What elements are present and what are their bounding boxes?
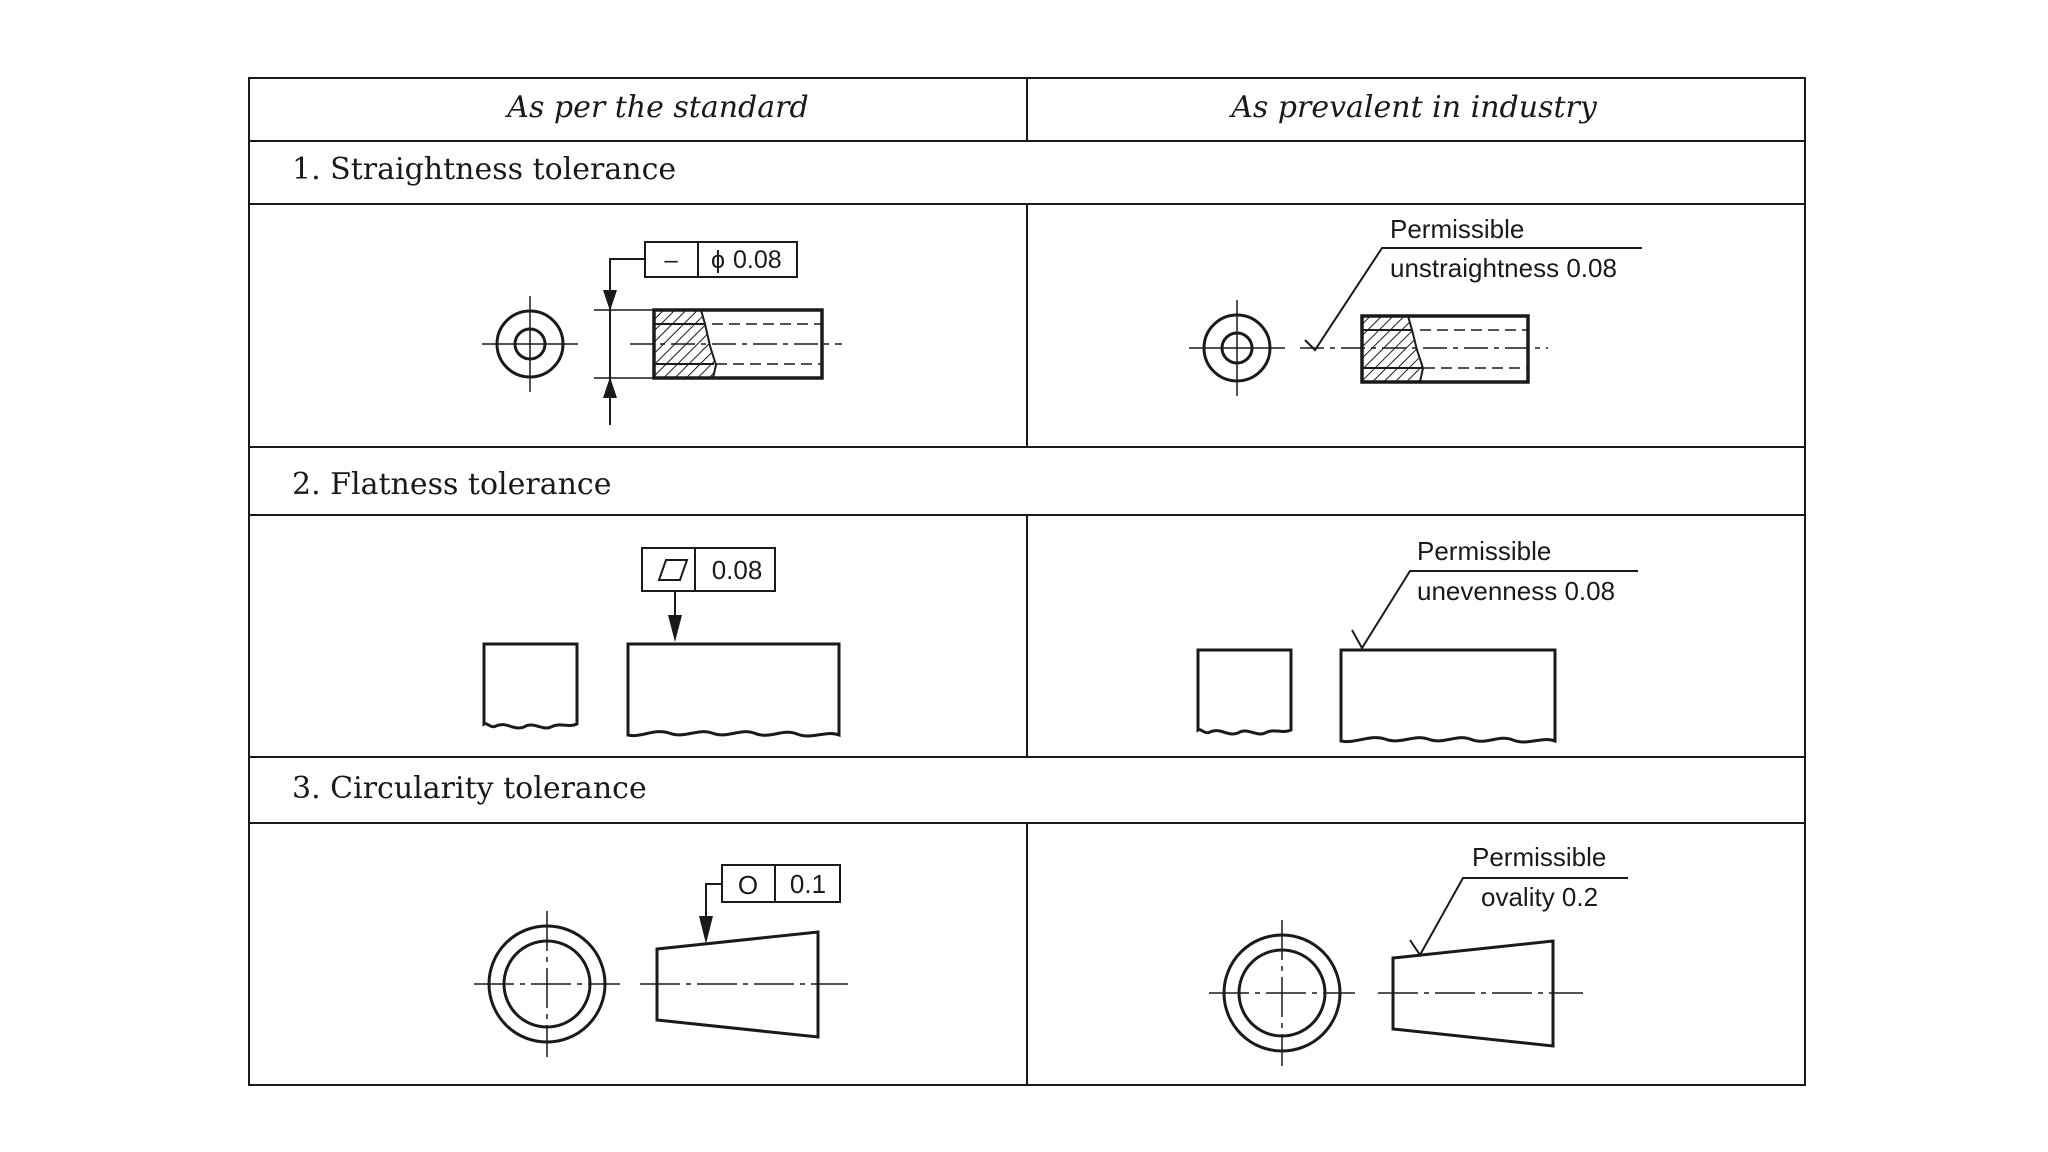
flatness-note-line1: Permissible <box>1417 536 1551 566</box>
tapered-body <box>640 930 848 1039</box>
diameter-symbol: ϕ <box>711 246 725 274</box>
circularity-note-line2: ovality 0.2 <box>1481 882 1598 912</box>
section-title-straightness: 1. Straightness tolerance <box>292 152 676 187</box>
end-view-concentric-circles <box>482 296 578 392</box>
end-view-concentric-circles <box>474 911 620 1057</box>
circularity-tolerance-value: 0.1 <box>790 869 826 899</box>
flatness-feature-control-frame <box>641 547 776 642</box>
circularity-industry-drawing <box>1209 877 1628 1066</box>
flatness-parallelogram-icon <box>657 559 689 581</box>
tube-section-view <box>630 308 842 380</box>
flatness-standard-drawing <box>482 547 841 738</box>
small-block <box>482 642 579 730</box>
circularity-standard-drawing <box>474 864 848 1057</box>
flatness-note-line2: unevenness 0.08 <box>1417 576 1615 606</box>
circularity-note-line1: Permissible <box>1472 842 1606 872</box>
straightness-industry-drawing <box>1189 247 1642 396</box>
flatness-industry-drawing <box>1196 570 1638 744</box>
small-block <box>1196 648 1293 736</box>
large-block <box>1339 648 1557 744</box>
circularity-symbol: O <box>738 870 758 900</box>
flatness-tolerance-value: 0.08 <box>712 555 763 585</box>
circularity-feature-control-frame <box>699 864 841 944</box>
straightness-note-line1: Permissible <box>1390 214 1524 244</box>
section-title-flatness: 2. Flatness tolerance <box>292 467 611 502</box>
leader-line <box>1409 877 1628 957</box>
end-view-concentric-circles <box>1209 920 1355 1066</box>
tapered-body <box>1378 939 1583 1048</box>
header-standard: As per the standard <box>504 90 808 125</box>
table-grid <box>248 77 1806 1086</box>
straightness-tolerance-value: 0.08 <box>733 246 782 274</box>
leader-line <box>1304 247 1642 352</box>
straightness-feature-control-frame <box>644 241 798 278</box>
straightness-symbol: – <box>664 247 678 274</box>
tube-section-view <box>1300 314 1548 384</box>
large-block <box>626 642 841 738</box>
end-view-concentric-circles <box>1189 300 1285 396</box>
leader-line <box>1351 570 1638 650</box>
diameter-dimension-line <box>594 258 654 425</box>
header-industry: As prevalent in industry <box>1228 90 1598 125</box>
section-title-circularity: 3. Circularity tolerance <box>292 771 647 806</box>
straightness-note-line2: unstraightness 0.08 <box>1390 253 1617 283</box>
straightness-standard-drawing <box>482 241 842 425</box>
